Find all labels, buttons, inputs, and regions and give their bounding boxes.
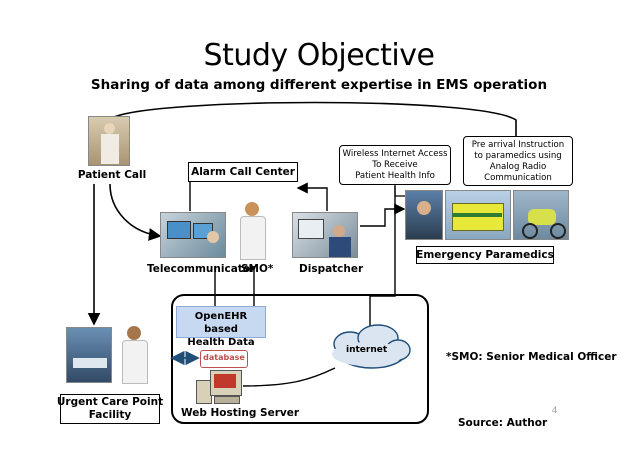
dispatcher-label: Dispatcher bbox=[299, 263, 364, 275]
internet-label: internet bbox=[346, 345, 388, 355]
smo-footnote: *SMO: Senior Medical Officer bbox=[446, 351, 617, 363]
page-number: 4 bbox=[552, 405, 558, 415]
motorcycle-photo bbox=[513, 190, 569, 240]
smo-label: SMO* bbox=[241, 263, 274, 275]
connector-patient-to-telecom bbox=[109, 183, 162, 241]
wireless-internet-note: Wireless Internet Access To Receive Pati… bbox=[339, 145, 451, 185]
connector-patient-to-paramedics bbox=[111, 101, 517, 138]
openehr-health-data: OpenEHR based Health Data bbox=[176, 306, 266, 348]
telecommunicator-photo bbox=[160, 212, 226, 258]
telecommunicator-label: Telecommunicator bbox=[147, 263, 256, 275]
patient-call-photo bbox=[88, 116, 130, 166]
urgent-care-doctor-photo bbox=[114, 322, 154, 384]
ambulance-photo bbox=[445, 190, 511, 240]
web-hosting-server-label: Web Hosting Server bbox=[179, 407, 302, 419]
database-icon: database bbox=[200, 350, 248, 368]
dispatcher-photo bbox=[292, 212, 358, 258]
server-computer-icon bbox=[196, 370, 242, 404]
alarm-call-center: Alarm Call Center bbox=[188, 162, 298, 182]
slide-subtitle: Sharing of data among different expertis… bbox=[90, 77, 548, 93]
connector-dispatcher-to-paramedics bbox=[360, 203, 406, 227]
emergency-paramedics-label: Emergency Paramedics bbox=[416, 246, 554, 264]
slide-title: Study Objective bbox=[203, 38, 435, 73]
patient-call-label: Patient Call bbox=[78, 166, 146, 184]
prearrival-instruction-note: Pre arrival Instruction to paramedics us… bbox=[463, 136, 573, 186]
internet-cloud bbox=[332, 324, 411, 369]
paramedic-photo bbox=[405, 190, 443, 240]
source-label: Source: Author bbox=[458, 417, 548, 429]
connector-internet-to-wireless bbox=[369, 186, 396, 338]
smo-doctor-photo bbox=[232, 198, 272, 260]
urgent-care-label: Urgent Care Point Facility bbox=[57, 394, 163, 424]
urgent-care-photo bbox=[66, 327, 112, 383]
